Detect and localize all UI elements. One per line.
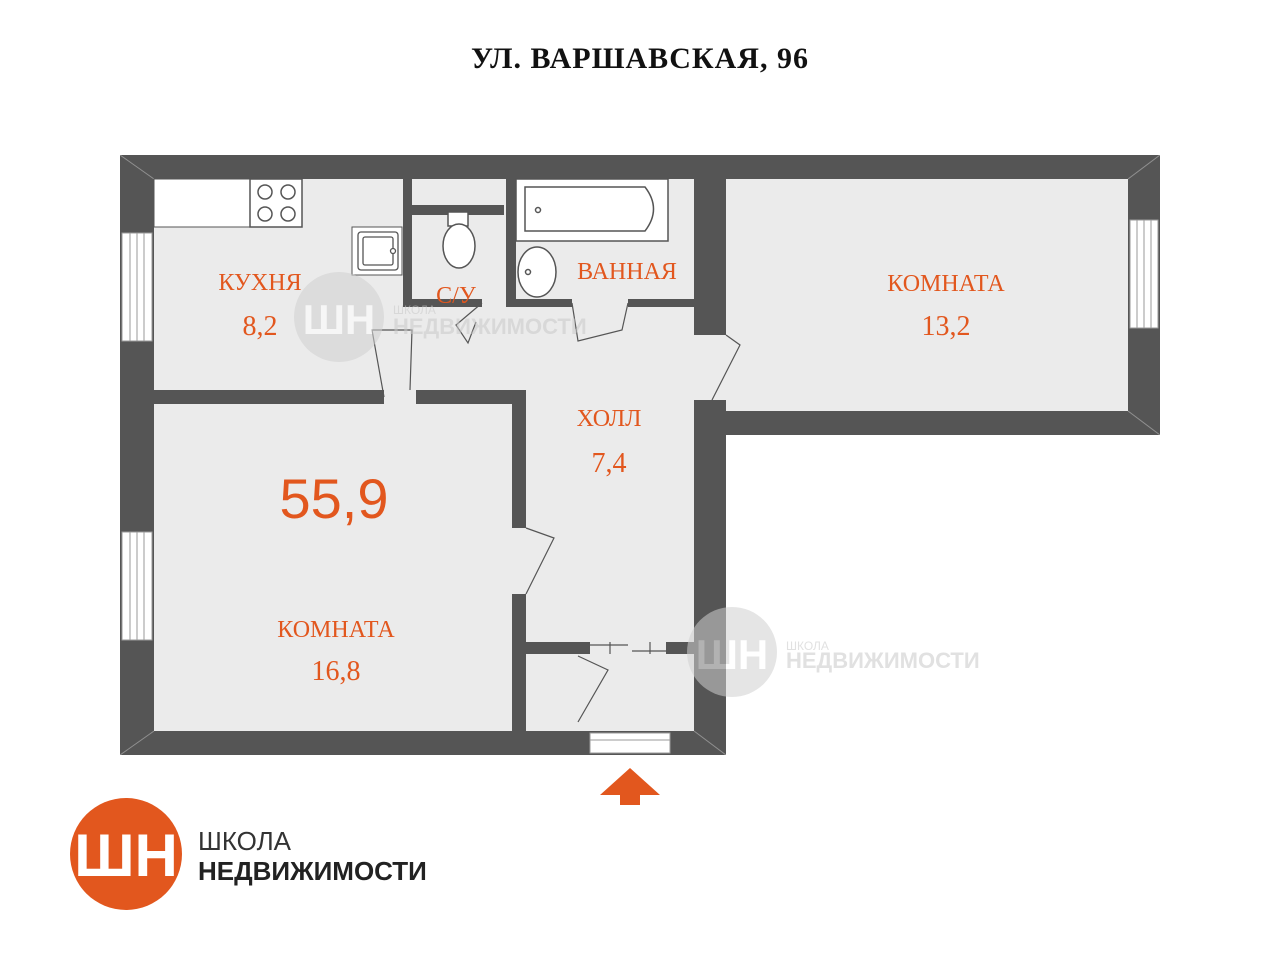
kitchen-area: 8,2 (243, 311, 278, 342)
wall-bevels (119, 154, 1161, 756)
watermark-logo-2: ШН ШКОЛА НЕДВИЖИМОСТИ (687, 607, 980, 697)
watermark-line1-1: ШКОЛА (393, 303, 436, 317)
total-area: 55,9 (280, 467, 389, 530)
washbasin-icon (517, 246, 557, 298)
watermark-line2-2: НЕДВИЖИМОСТИ (786, 648, 980, 673)
entrance-arrow-icon (600, 768, 660, 805)
windows (121, 219, 1159, 754)
doors (371, 302, 741, 723)
room-left-area: 16,8 (312, 656, 361, 687)
interior-walls (154, 179, 726, 734)
watermark-line2-1: НЕДВИЖИМОСТИ (393, 314, 587, 339)
watermark-line1-2: ШКОЛА (786, 639, 829, 653)
hall-label: ХОЛЛ (577, 406, 642, 432)
room-right-area: 13,2 (922, 311, 971, 342)
room-right-label: КОМНАТА (887, 271, 1005, 297)
wc-label: С/У (436, 283, 476, 309)
room-left-label: КОМНАТА (277, 617, 395, 643)
stove-icon (249, 178, 303, 228)
logo-monogram: ШН (74, 822, 178, 889)
sink-icon (357, 231, 399, 271)
toilet-icon (442, 211, 476, 269)
logo-circle (70, 798, 182, 910)
company-logo: ШН ШКОЛА НЕДВИЖИМОСТИ (70, 798, 427, 910)
watermark-monogram-1: ШН (303, 296, 376, 343)
bathroom-label: ВАННАЯ (577, 259, 677, 285)
watermark-logo-1: ШН ШКОЛА НЕДВИЖИМОСТИ (294, 272, 587, 362)
hall-area: 7,4 (592, 448, 627, 479)
bathtub-icon (515, 178, 669, 242)
logo-line1: ШКОЛА (198, 826, 292, 856)
kitchen-label: КУХНЯ (218, 270, 301, 296)
watermark-monogram-2: ШН (696, 631, 769, 678)
logo-line2: НЕДВИЖИМОСТИ (198, 856, 427, 886)
floor-areas (120, 155, 1160, 755)
page-title: УЛ. ВАРШАВСКАЯ, 96 (471, 42, 809, 75)
